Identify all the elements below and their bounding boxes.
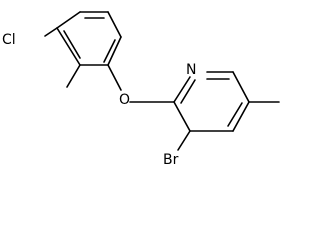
bond — [107, 36, 122, 66]
bond — [66, 64, 81, 88]
structure-drawing: Cl O N Br — [2, 11, 280, 168]
oxygen-label: O — [119, 92, 130, 108]
molecule-diagram: Cl O N Br — [2, 11, 280, 168]
bond — [56, 11, 81, 29]
bonds — [44, 11, 280, 151]
atom-labels: Cl O N Br — [2, 32, 196, 168]
bond — [232, 101, 250, 132]
nitrogen-label: N — [186, 62, 196, 78]
bond — [107, 64, 122, 91]
bond — [44, 27, 58, 37]
bond — [177, 130, 191, 151]
bond — [173, 101, 191, 132]
bond — [63, 30, 81, 59]
bond — [56, 27, 81, 66]
bond — [103, 39, 116, 63]
bond — [173, 76, 191, 103]
bond — [227, 102, 243, 127]
bromine-label: Br — [163, 152, 179, 168]
bond — [107, 11, 122, 38]
bond — [232, 71, 250, 103]
bond — [180, 79, 196, 104]
chlorine-label: Cl — [2, 32, 16, 48]
